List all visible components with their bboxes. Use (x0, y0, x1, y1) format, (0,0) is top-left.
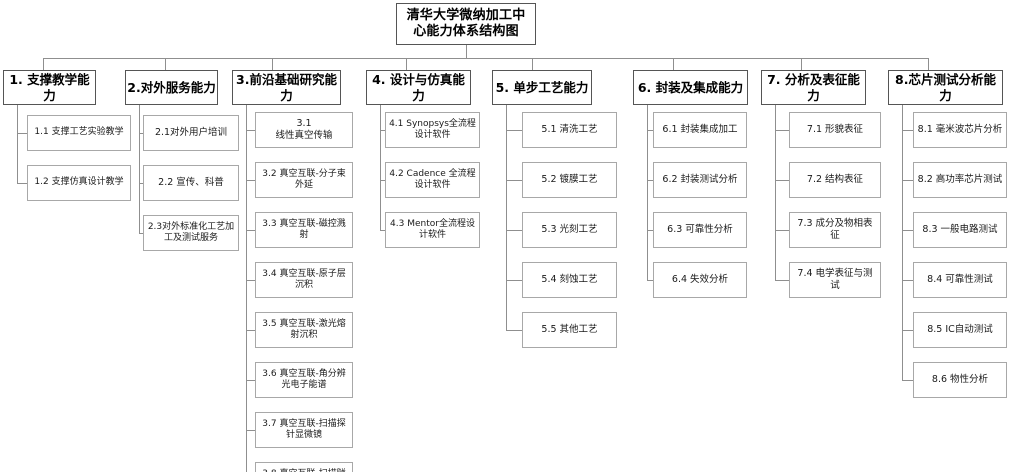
leaf-box-5.4[interactable]: 5.4 刻蚀工艺 (522, 262, 617, 298)
leaf-connector-7.1 (775, 130, 789, 131)
leaf-box-8.5[interactable]: 8.5 IC自动测试 (913, 312, 1007, 348)
branch-spine-2 (139, 105, 140, 233)
chart-title-box: 清华大学微纳加工中心能力体系结构图 (396, 3, 536, 45)
leaf-box-5.2[interactable]: 5.2 镀膜工艺 (522, 162, 617, 198)
branch-box-3[interactable]: 3.前沿基础研究能力 (232, 70, 341, 105)
leaf-connector-6.1 (647, 130, 653, 131)
branch-stem-6 (673, 58, 674, 70)
leaf-box-5.5[interactable]: 5.5 其他工艺 (522, 312, 617, 348)
leaf-connector-2.3 (139, 233, 143, 234)
leaf-box-2.1[interactable]: 2.1对外用户培训 (143, 115, 239, 151)
leaf-box-2.3[interactable]: 2.3对外标准化工艺加工及测试服务 (143, 215, 239, 251)
leaf-connector-8.4 (902, 280, 913, 281)
leaf-box-7.2[interactable]: 7.2 结构表征 (789, 162, 881, 198)
level1-bus (43, 58, 928, 59)
leaf-connector-1.1 (17, 133, 27, 134)
leaf-box-8.6[interactable]: 8.6 物性分析 (913, 362, 1007, 398)
leaf-connector-3.2 (246, 180, 255, 181)
leaf-box-3.5[interactable]: 3.5 真空互联-激光熔射沉积 (255, 312, 353, 348)
branch-stem-1 (43, 58, 44, 70)
branch-stem-5 (532, 58, 533, 70)
branch-stem-8 (928, 58, 929, 70)
leaf-connector-4.1 (380, 130, 385, 131)
branch-box-6[interactable]: 6. 封装及集成能力 (633, 70, 748, 105)
leaf-box-5.1[interactable]: 5.1 清洗工艺 (522, 112, 617, 148)
leaf-box-5.3[interactable]: 5.3 光刻工艺 (522, 212, 617, 248)
branch-box-2[interactable]: 2.对外服务能力 (125, 70, 218, 105)
leaf-connector-3.1 (246, 130, 255, 131)
branch-stem-3 (272, 58, 273, 70)
leaf-connector-1.2 (17, 183, 27, 184)
leaf-connector-3.7 (246, 430, 255, 431)
leaf-connector-8.1 (902, 130, 913, 131)
leaf-box-8.1[interactable]: 8.1 毫米波芯片分析 (913, 112, 1007, 148)
branch-spine-6 (647, 105, 648, 280)
leaf-box-6.3[interactable]: 6.3 可靠性分析 (653, 212, 747, 248)
leaf-connector-6.4 (647, 280, 653, 281)
leaf-connector-4.3 (380, 230, 385, 231)
leaf-connector-8.6 (902, 380, 913, 381)
leaf-box-3.7[interactable]: 3.7 真空互联-扫描探针显微镜 (255, 412, 353, 448)
leaf-box-6.4[interactable]: 6.4 失效分析 (653, 262, 747, 298)
branch-spine-5 (506, 105, 507, 330)
leaf-box-7.3[interactable]: 7.3 成分及物相表征 (789, 212, 881, 248)
leaf-connector-6.3 (647, 230, 653, 231)
leaf-connector-2.2 (139, 183, 143, 184)
branch-spine-1 (17, 105, 18, 183)
branch-spine-7 (775, 105, 776, 280)
leaf-connector-6.2 (647, 180, 653, 181)
leaf-box-3.6[interactable]: 3.6 真空互联-角分辨光电子能谱 (255, 362, 353, 398)
leaf-connector-3.6 (246, 380, 255, 381)
leaf-box-8.2[interactable]: 8.2 高功率芯片测试 (913, 162, 1007, 198)
leaf-connector-7.3 (775, 230, 789, 231)
branch-box-8[interactable]: 8.芯片测试分析能力 (888, 70, 1003, 105)
branch-spine-8 (902, 105, 903, 380)
leaf-connector-2.1 (139, 133, 143, 134)
branch-box-7[interactable]: 7. 分析及表征能力 (761, 70, 866, 105)
leaf-connector-5.2 (506, 180, 522, 181)
leaf-box-3.3[interactable]: 3.3 真空互联-磁控溅射 (255, 212, 353, 248)
branch-spine-4 (380, 105, 381, 230)
leaf-connector-8.3 (902, 230, 913, 231)
branch-stem-2 (165, 58, 166, 70)
leaf-connector-5.4 (506, 280, 522, 281)
branch-box-1[interactable]: 1. 支撑教学能力 (3, 70, 96, 105)
leaf-box-8.3[interactable]: 8.3 一般电路测试 (913, 212, 1007, 248)
leaf-connector-5.3 (506, 230, 522, 231)
leaf-box-1.1[interactable]: 1.1 支撑工艺实验教学 (27, 115, 131, 151)
leaf-box-4.3[interactable]: 4.3 Mentor全流程设计软件 (385, 212, 480, 248)
leaf-connector-5.5 (506, 330, 522, 331)
leaf-connector-3.5 (246, 330, 255, 331)
branch-stem-7 (801, 58, 802, 70)
leaf-box-7.1[interactable]: 7.1 形貌表征 (789, 112, 881, 148)
leaf-box-4.2[interactable]: 4.2 Cadence 全流程设计软件 (385, 162, 480, 198)
leaf-connector-7.2 (775, 180, 789, 181)
branch-spine-3 (246, 105, 247, 472)
leaf-box-8.4[interactable]: 8.4 可靠性测试 (913, 262, 1007, 298)
leaf-connector-4.2 (380, 180, 385, 181)
leaf-box-3.8[interactable]: 3.8 真空互联-扫描隧道显微镜 (255, 462, 353, 472)
leaf-box-2.2[interactable]: 2.2 宣传、科普 (143, 165, 239, 201)
leaf-connector-8.2 (902, 180, 913, 181)
leaf-connector-5.1 (506, 130, 522, 131)
leaf-connector-7.4 (775, 280, 789, 281)
leaf-connector-3.4 (246, 280, 255, 281)
branch-stem-4 (406, 58, 407, 70)
leaf-box-3.4[interactable]: 3.4 真空互联-原子层沉积 (255, 262, 353, 298)
leaf-box-6.1[interactable]: 6.1 封装集成加工 (653, 112, 747, 148)
leaf-box-4.1[interactable]: 4.1 Synopsys全流程设计软件 (385, 112, 480, 148)
leaf-box-1.2[interactable]: 1.2 支撑仿真设计教学 (27, 165, 131, 201)
branch-box-5[interactable]: 5. 单步工艺能力 (492, 70, 592, 105)
leaf-box-6.2[interactable]: 6.2 封装测试分析 (653, 162, 747, 198)
leaf-box-7.4[interactable]: 7.4 电学表征与测试 (789, 262, 881, 298)
leaf-box-3.2[interactable]: 3.2 真空互联-分子束外延 (255, 162, 353, 198)
leaf-connector-8.5 (902, 330, 913, 331)
title-stem (466, 45, 467, 58)
leaf-connector-3.3 (246, 230, 255, 231)
branch-box-4[interactable]: 4. 设计与仿真能力 (366, 70, 471, 105)
